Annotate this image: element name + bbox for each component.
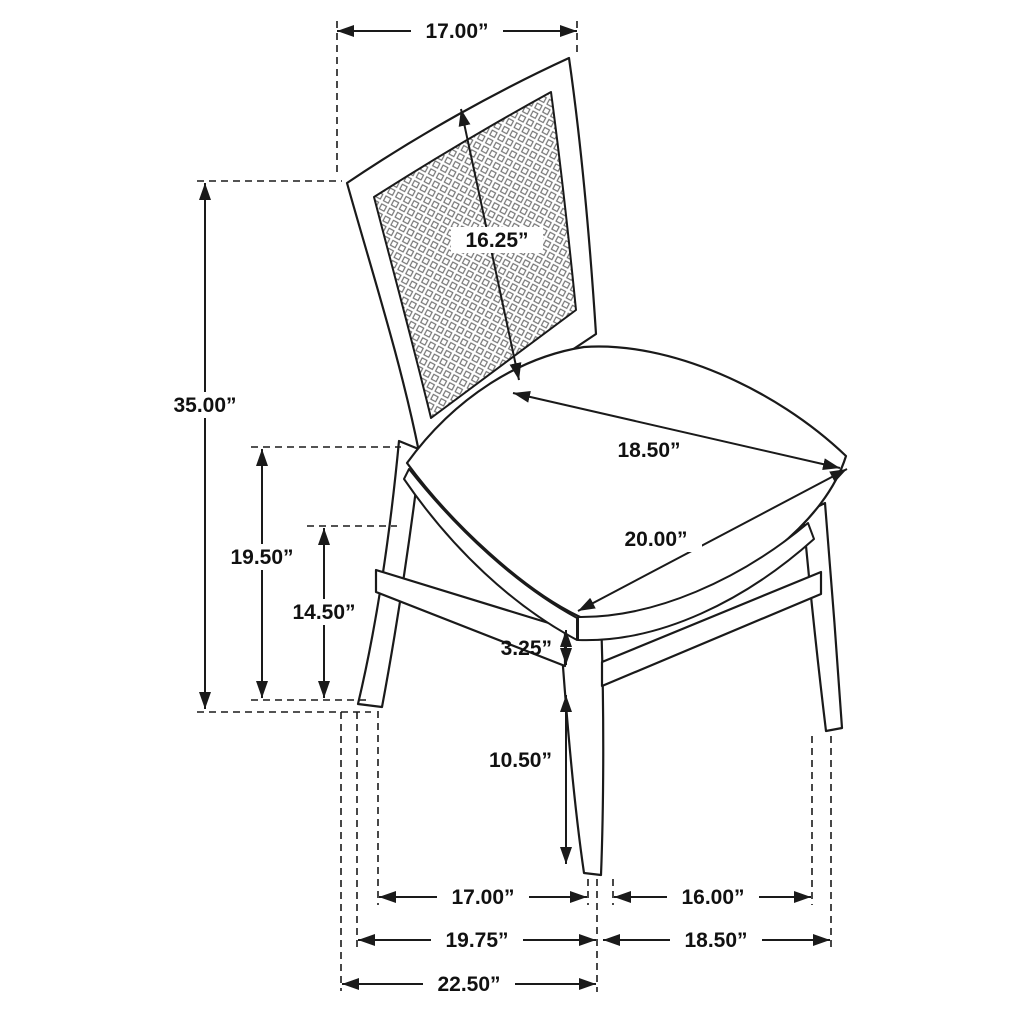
label-mask	[670, 927, 762, 953]
extension-lines	[197, 21, 832, 992]
dim-label-seat-width: 20.00”	[624, 528, 687, 551]
label-mask	[437, 884, 529, 910]
label-mask	[667, 884, 759, 910]
dim-label-back-top-width: 17.00”	[425, 20, 488, 43]
dim-back-panel-height: 16.25”	[451, 108, 543, 381]
dim-lower-leg-height: 10.50”	[489, 695, 572, 864]
label-mask	[411, 18, 503, 44]
dim-front-leg-spacing: 16.00”	[614, 884, 811, 910]
dim-label-seat-back-height: 19.50”	[230, 546, 293, 569]
dim-label-side-leg-spacing: 17.00”	[451, 886, 514, 909]
label-mask	[423, 971, 515, 997]
dim-back-top-width: 17.00”	[337, 18, 577, 44]
dim-seat-back-height: 19.50”	[216, 449, 308, 698]
extension-lines-top	[336, 21, 578, 177]
dim-overall-depth: 22.50”	[342, 971, 596, 997]
dim-label-front-leg-spacing: 16.00”	[681, 886, 744, 909]
extension-lines-left	[197, 180, 401, 713]
label-mask	[431, 927, 523, 953]
dim-base-width: 18.50”	[603, 927, 830, 953]
dim-label-back-panel-height: 16.25”	[465, 229, 528, 252]
label-mask	[278, 599, 370, 625]
dim-label-overall-depth: 22.50”	[437, 973, 500, 996]
dim-side-leg-spacing: 17.00”	[379, 884, 587, 910]
label-mask	[451, 227, 543, 253]
dim-label-seat-depth: 18.50”	[617, 439, 680, 462]
dim-seat-width: 20.00”	[577, 468, 848, 612]
label-mask	[603, 437, 695, 463]
dim-seat-depth: 18.50”	[512, 390, 841, 471]
dim-base-depth: 19.75”	[358, 927, 596, 953]
dim-label-stretcher-top-height: 14.50”	[292, 601, 355, 624]
dim-label-overall-height: 35.00”	[173, 394, 236, 417]
dim-label-base-width: 18.50”	[684, 929, 747, 952]
dim-label-base-depth: 19.75”	[445, 929, 508, 952]
label-mask	[610, 526, 702, 552]
chair-side-stretcher	[374, 568, 567, 668]
dim-label-stretcher-thickness: 3.25”	[501, 637, 552, 660]
extension-lines-bottom	[340, 711, 832, 992]
dim-stretcher-thickness: 3.25”	[501, 630, 572, 665]
dim-line	[512, 390, 841, 471]
chair-drawing	[345, 56, 848, 877]
dim-overall-height: 35.00”	[159, 183, 251, 709]
dim-label-lower-leg-height: 10.50”	[489, 749, 552, 772]
label-mask	[216, 544, 308, 570]
dim-line	[577, 468, 848, 612]
label-mask	[159, 392, 251, 418]
dim-stretcher-top-height: 14.50”	[278, 528, 370, 698]
